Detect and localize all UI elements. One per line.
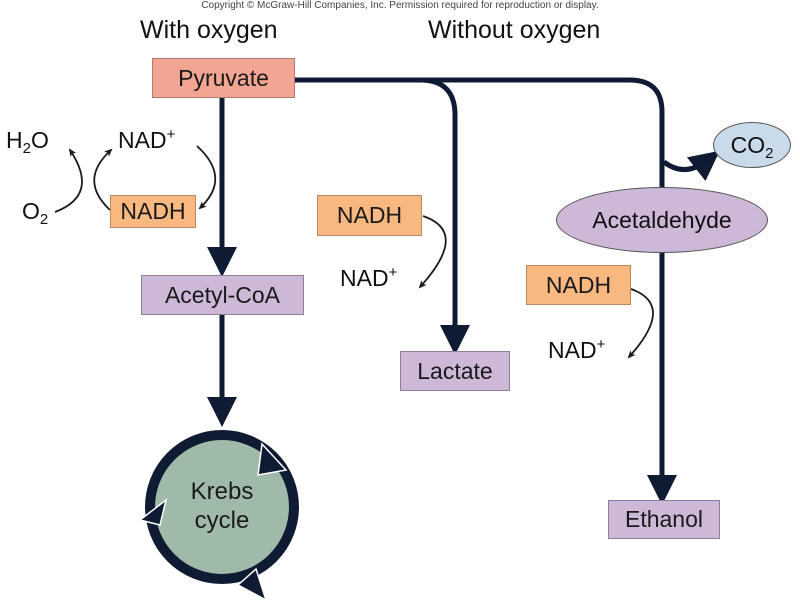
krebs-line-2: cycle — [194, 507, 250, 534]
lactate-box: Lactate — [400, 351, 510, 391]
plus-superscript: + — [596, 336, 606, 353]
krebs-arrowhead-top-right — [257, 442, 288, 476]
aerobic-nadh-box: NADH — [110, 195, 196, 228]
aerobic-nad-plus-label: NAD+ — [118, 127, 175, 154]
krebs-arrowhead-left — [138, 498, 168, 526]
o2-o: O — [22, 198, 40, 224]
lactate-label: Lactate — [417, 357, 493, 384]
nad-text: NAD — [118, 127, 167, 153]
nad-text: NAD — [340, 265, 389, 291]
plus-superscript: + — [388, 264, 398, 281]
acetyl-coa-label: Acetyl-CoA — [164, 281, 281, 308]
header-without-oxygen: Without oxygen — [428, 16, 601, 44]
pyruvate-box: Pyruvate — [152, 58, 295, 98]
lactic-nadh-label: NADH — [336, 202, 403, 228]
h2o-label: H2O — [6, 127, 49, 157]
arrow-nad-to-nadh — [196, 145, 217, 210]
lactic-nadh-box: NADH — [317, 195, 422, 236]
header-with-oxygen: With oxygen — [140, 16, 278, 44]
arrow-lactic-nadh-to-nad — [418, 215, 447, 289]
nad-text: NAD — [548, 337, 597, 363]
h2o-h: H — [6, 127, 23, 153]
o2-subscript: 2 — [39, 211, 49, 228]
h2o-o: O — [30, 127, 49, 153]
h2o-subscript: 2 — [22, 140, 31, 157]
arrow-co2-release — [662, 150, 720, 182]
acetyl-coa-box: Acetyl-CoA — [141, 275, 304, 315]
copyright-notice: Copyright © McGraw-Hill Companies, Inc. … — [201, 0, 599, 11]
krebs-cycle-label: Krebs cycle — [172, 477, 272, 535]
ethanol-nad-plus-label: NAD+ — [548, 337, 605, 364]
arrow-pyruvate-to-ethanol — [420, 77, 677, 505]
co2-subscript: 2 — [765, 144, 774, 162]
krebs-arrowhead-bottom-right — [236, 567, 267, 600]
co2-ellipse: CO2 — [713, 122, 791, 168]
krebs-line-1: Krebs — [190, 478, 254, 505]
lactic-nad-plus-label: NAD+ — [340, 265, 397, 292]
acetaldehyde-ellipse: Acetaldehyde — [556, 187, 768, 253]
arrow-ethanol-nadh-to-nad — [627, 288, 654, 359]
pyruvate-label: Pyruvate — [178, 64, 269, 91]
acetaldehyde-label: Acetaldehyde — [592, 206, 732, 233]
arrow-o2-to-h2o — [54, 148, 83, 213]
ethanol-nadh-box: NADH — [526, 265, 631, 305]
o2-label: O2 — [22, 198, 49, 228]
co2-co: CO — [730, 131, 766, 158]
ethanol-label: Ethanol — [624, 506, 703, 532]
aerobic-nadh-label: NADH — [120, 198, 186, 224]
co2-label: CO2 — [730, 131, 774, 162]
ethanol-nadh-label: NADH — [545, 271, 612, 298]
ethanol-box: Ethanol — [608, 500, 720, 539]
arrow-nadh-to-nad — [93, 148, 113, 211]
plus-superscript: + — [166, 126, 176, 143]
